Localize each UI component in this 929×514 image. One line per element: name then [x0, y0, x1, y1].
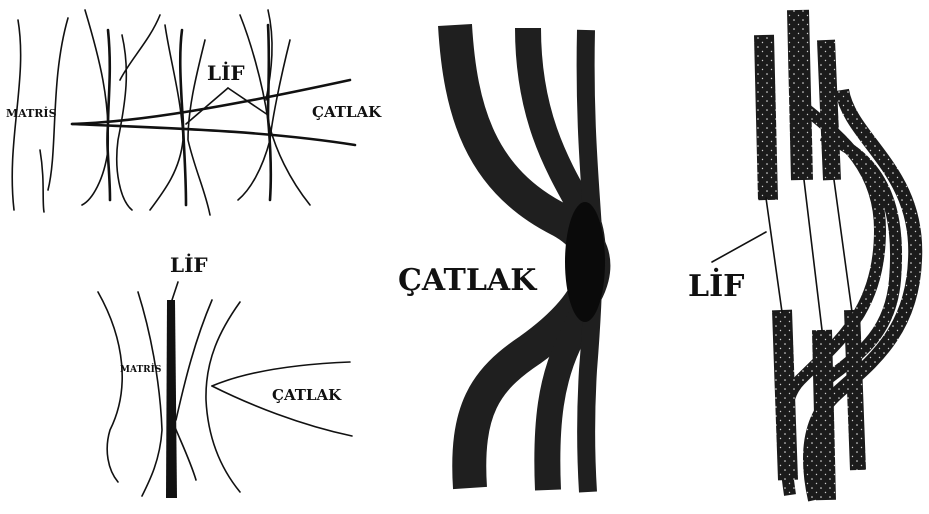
matrix-line: [238, 40, 290, 200]
fiber-band: [782, 310, 788, 480]
bridging-fiber: [834, 180, 852, 312]
panel-d-bridging-fibers: LİF: [688, 10, 915, 500]
fiber-leader-line: [172, 282, 178, 300]
panel-b-single-fiber-crack: LİF MATRİS ÇATLAK: [98, 253, 352, 498]
crack-shadow: [565, 202, 605, 322]
matrix-line: [138, 292, 162, 496]
crack-line: [72, 124, 355, 145]
crack-label: ÇATLAK: [272, 386, 342, 404]
fiber-leader-line: [228, 88, 268, 115]
panel-c-crack-bands: ÇATLAK: [398, 25, 605, 492]
fiber-band: [764, 35, 768, 200]
matrix-line: [117, 35, 132, 210]
matrix-line: [48, 18, 68, 190]
fiber: [268, 25, 271, 200]
crack-label: ÇATLAK: [312, 103, 382, 121]
fiber-label: LİF: [688, 267, 744, 304]
fiber-band: [852, 310, 858, 470]
fiber-label: LİF: [170, 253, 208, 277]
fiber-band: [826, 40, 832, 180]
fiber-band: [798, 10, 802, 180]
matrix-label: MATRİS: [6, 106, 57, 120]
fiber-label: LİF: [207, 61, 245, 85]
fiber-band: [822, 330, 826, 500]
panel-a-multi-fiber-crack: MATRİS LİF ÇATLAK: [6, 10, 382, 215]
fiber-leader-line: [712, 232, 766, 262]
matrix-line: [40, 150, 44, 212]
crack-line: [212, 362, 350, 386]
crack-label: ÇATLAK: [398, 263, 537, 298]
matrix-line: [82, 10, 108, 205]
matrix-line: [120, 15, 160, 80]
fiber: [166, 300, 177, 498]
bridging-fiber: [804, 180, 822, 330]
matrix-line: [98, 292, 122, 482]
bridging-fiber: [766, 198, 782, 312]
fiber: [107, 30, 110, 200]
